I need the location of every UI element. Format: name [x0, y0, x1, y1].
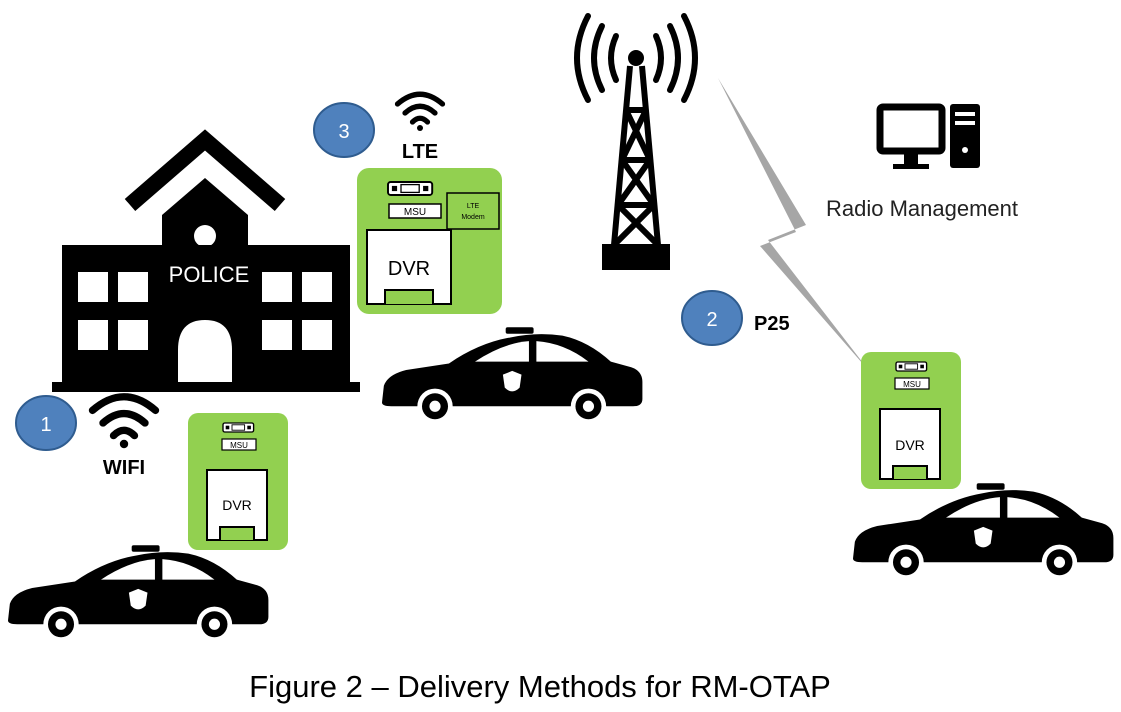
radio-management-label: Radio Management — [826, 196, 1018, 221]
badge-1-number: 1 — [40, 414, 51, 436]
radio-head-icon — [222, 422, 255, 433]
lte-modem-label-line1: LTE — [467, 203, 480, 210]
lte-equipment-unit — [357, 168, 502, 314]
wifi-dvr-label: DVR — [222, 497, 252, 513]
wifi-label: WIFI — [103, 457, 145, 479]
p25-equipment-unit — [861, 352, 961, 489]
radio-head-icon — [895, 361, 928, 372]
police-sign-text: POLICE — [169, 262, 250, 287]
badge-2 — [681, 290, 743, 346]
p25-label: P25 — [754, 313, 790, 335]
lte-dvr-label: DVR — [388, 258, 430, 280]
lte-label: LTE — [402, 141, 438, 163]
police-car-icon — [8, 545, 269, 642]
police-station-icon — [52, 129, 360, 392]
radio-tower-icon — [574, 13, 698, 270]
figure-caption: Figure 2 – Delivery Methods for RM-OTAP — [249, 669, 831, 704]
wifi-msu-label: MSU — [230, 441, 248, 450]
lightning-bolt-icon — [718, 78, 870, 372]
police-car-icon — [382, 327, 643, 424]
badge-3-number: 3 — [338, 121, 349, 143]
lte-msu-label: MSU — [404, 207, 426, 218]
lte-wireless-icon — [398, 94, 443, 131]
badge-2-number: 2 — [706, 309, 717, 331]
wifi-equipment-unit — [188, 413, 288, 550]
computer-workstation-icon — [876, 103, 980, 169]
p25-msu-label: MSU — [903, 380, 921, 389]
lte-modem-label-line2: Modem — [461, 214, 485, 221]
p25-dvr-label: DVR — [895, 437, 925, 453]
police-car-icon — [853, 483, 1114, 580]
badge-1 — [15, 395, 77, 451]
radio-head-icon — [387, 181, 434, 196]
wifi-icon — [93, 397, 156, 448]
badge-3 — [313, 102, 375, 158]
